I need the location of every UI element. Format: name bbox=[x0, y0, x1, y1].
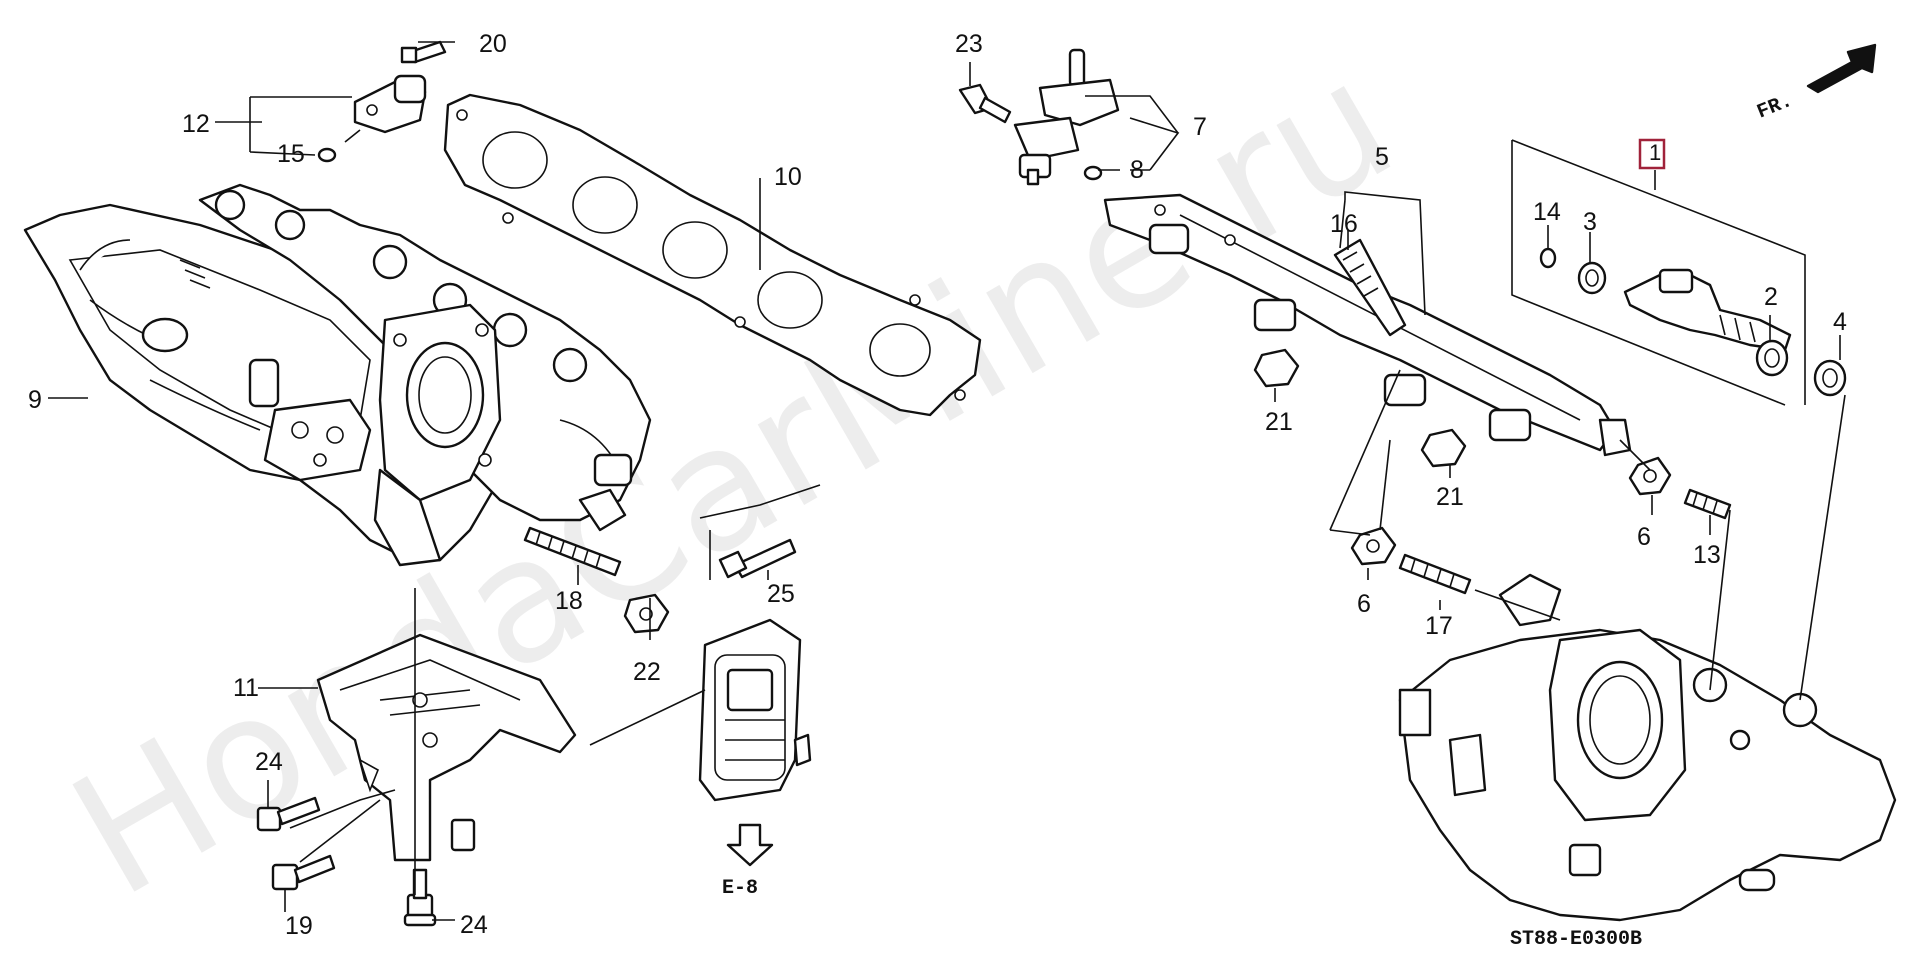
flange-nut[interactable] bbox=[623, 593, 670, 634]
regulator-bolt[interactable] bbox=[958, 83, 1012, 124]
insulator-b[interactable] bbox=[1628, 456, 1672, 496]
callout-23[interactable]: 23 bbox=[955, 30, 983, 58]
front-direction-arrow bbox=[1806, 43, 1877, 94]
diagram-code: ST88-E0300B bbox=[1510, 928, 1642, 951]
rail-nut-a[interactable] bbox=[1253, 348, 1300, 388]
callout-17[interactable]: 17 bbox=[1425, 612, 1453, 640]
fuel-pressure-regulator[interactable] bbox=[1013, 48, 1120, 186]
insulator-a[interactable] bbox=[1350, 526, 1397, 566]
callout-10[interactable]: 10 bbox=[774, 163, 802, 191]
fuel-injector[interactable] bbox=[1623, 268, 1792, 352]
callout-2[interactable]: 2 bbox=[1764, 283, 1778, 311]
injector-seal[interactable] bbox=[1813, 359, 1847, 397]
injector-cushion-ring[interactable] bbox=[1755, 339, 1789, 377]
regulator-o-ring[interactable] bbox=[1083, 165, 1103, 181]
callout-3[interactable]: 3 bbox=[1583, 208, 1597, 236]
callout-5[interactable]: 5 bbox=[1375, 143, 1389, 171]
callout-21a[interactable]: 21 bbox=[1265, 408, 1293, 436]
manifold-bracket[interactable] bbox=[316, 633, 577, 862]
callout-15[interactable]: 15 bbox=[277, 140, 305, 168]
air-chamber-cover[interactable] bbox=[698, 618, 812, 802]
callout-25[interactable]: 25 bbox=[767, 580, 795, 608]
bracket-bolt-vertical[interactable] bbox=[403, 868, 437, 927]
leader-lines-right bbox=[969, 62, 1846, 701]
leader-lines-left bbox=[48, 41, 821, 921]
kit-outline-left bbox=[1511, 140, 1786, 406]
manifold-gasket[interactable] bbox=[443, 93, 982, 417]
callout-4[interactable]: 4 bbox=[1833, 308, 1847, 336]
intake-manifold-lower bbox=[1398, 573, 1897, 922]
callout-6a[interactable]: 6 bbox=[1357, 590, 1371, 618]
bracket-bolt-upper[interactable] bbox=[256, 796, 321, 832]
callout-labels: 1 2 3 4 5 6 6 7 8 9 10 11 12 13 14 15 16… bbox=[28, 30, 1847, 940]
callout-11[interactable]: 11 bbox=[233, 674, 259, 702]
map-sensor[interactable] bbox=[344, 74, 427, 143]
callout-19[interactable]: 19 bbox=[285, 912, 313, 940]
o-ring[interactable] bbox=[317, 147, 337, 163]
bracket-bolt-lower[interactable] bbox=[271, 854, 336, 891]
injector-seal-ring[interactable] bbox=[1577, 261, 1607, 295]
rail-stud[interactable] bbox=[1333, 238, 1407, 337]
watermark: HondaCarMine.ru bbox=[42, 23, 1425, 936]
highlight-box bbox=[1638, 138, 1666, 170]
callout-24a[interactable]: 24 bbox=[255, 748, 283, 776]
callout-14[interactable]: 14 bbox=[1533, 198, 1561, 226]
sensor-bolt[interactable] bbox=[400, 40, 447, 64]
callout-12[interactable]: 12 bbox=[182, 110, 210, 138]
callout-6b[interactable]: 6 bbox=[1637, 523, 1651, 551]
reference-arrow bbox=[726, 823, 774, 867]
kit-outline-right bbox=[1511, 139, 1806, 405]
throttle-body-flange bbox=[373, 303, 502, 567]
manifold-side-plate bbox=[263, 398, 372, 482]
callout-9[interactable]: 9 bbox=[28, 386, 42, 414]
injector-o-ring-small[interactable] bbox=[1539, 247, 1557, 269]
reference-label[interactable]: E-8 bbox=[722, 877, 758, 900]
stud-13[interactable] bbox=[1683, 488, 1732, 520]
callout-18[interactable]: 18 bbox=[555, 587, 583, 615]
rail-nut-b[interactable] bbox=[1420, 428, 1467, 468]
callout-22[interactable]: 22 bbox=[633, 658, 661, 686]
stud-17[interactable] bbox=[1398, 553, 1472, 595]
callout-13[interactable]: 13 bbox=[1693, 541, 1721, 569]
callout-8[interactable]: 8 bbox=[1130, 156, 1144, 184]
callout-24b[interactable]: 24 bbox=[460, 911, 488, 939]
callout-7[interactable]: 7 bbox=[1193, 113, 1207, 141]
front-direction-label: FR. bbox=[1754, 90, 1796, 125]
callout-16[interactable]: 16 bbox=[1330, 210, 1358, 238]
callout-1[interactable]: 1 bbox=[1649, 140, 1661, 165]
callout-21b[interactable]: 21 bbox=[1436, 483, 1464, 511]
callout-20[interactable]: 20 bbox=[479, 30, 507, 58]
stud-bolt[interactable] bbox=[523, 526, 622, 577]
bolt-25[interactable] bbox=[718, 538, 797, 579]
